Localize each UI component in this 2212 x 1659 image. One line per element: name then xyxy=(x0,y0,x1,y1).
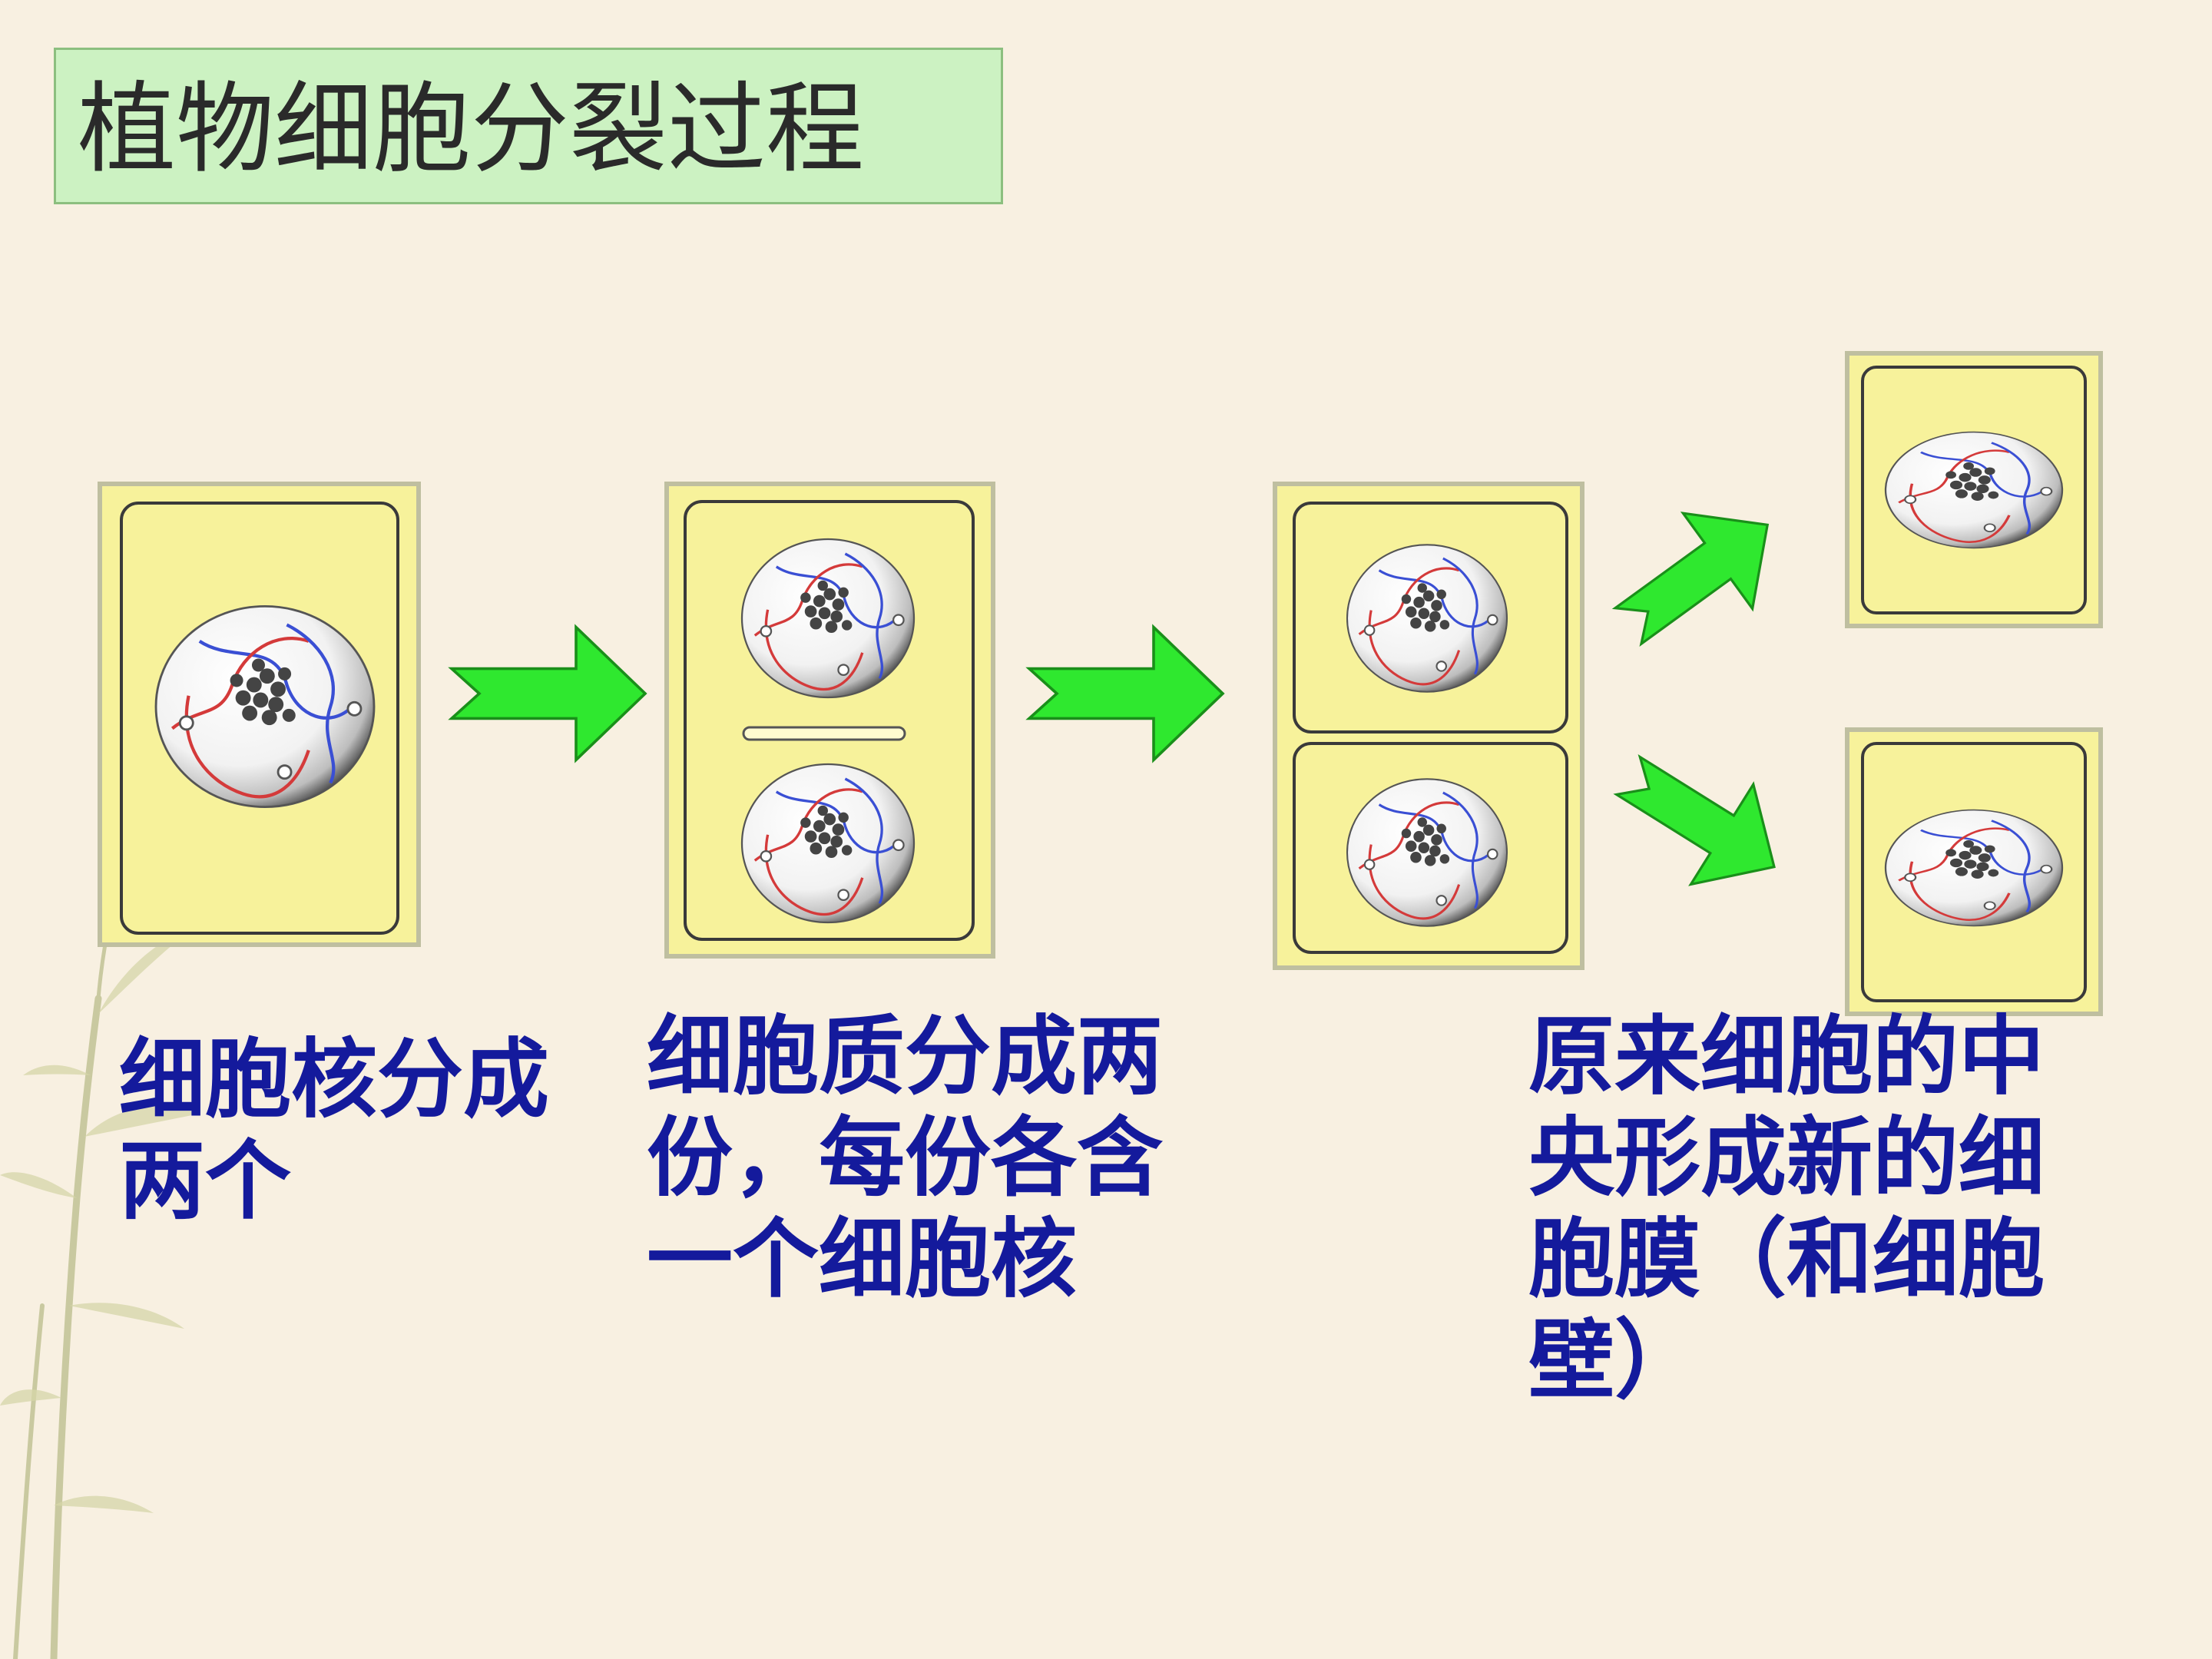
caption-cytoplasm-divides: 细胞质分成两 份，每份各含 一个细胞核 xyxy=(647,1007,1163,1310)
cell-stage-1 xyxy=(98,482,421,947)
arrow-down xyxy=(1595,724,1807,919)
daughter-cell-top xyxy=(1845,351,2103,628)
caption-new-membrane: 原来细胞的中 央形成新的细 胞膜（和细胞 壁） xyxy=(1528,1007,2045,1411)
caption-nucleus-divides: 细胞核分成 两个 xyxy=(119,1030,549,1231)
arrow-1 xyxy=(450,625,647,762)
cell-stage-3 xyxy=(1273,482,1584,970)
cell-stage-2 xyxy=(664,482,995,959)
arrow-up xyxy=(1592,475,1803,675)
arrow-2 xyxy=(1028,625,1224,762)
daughter-cell-bottom xyxy=(1845,727,2103,1016)
title-box: 植物细胞分裂过程 xyxy=(54,48,1003,204)
slide-title: 植物细胞分裂过程 xyxy=(78,72,865,187)
